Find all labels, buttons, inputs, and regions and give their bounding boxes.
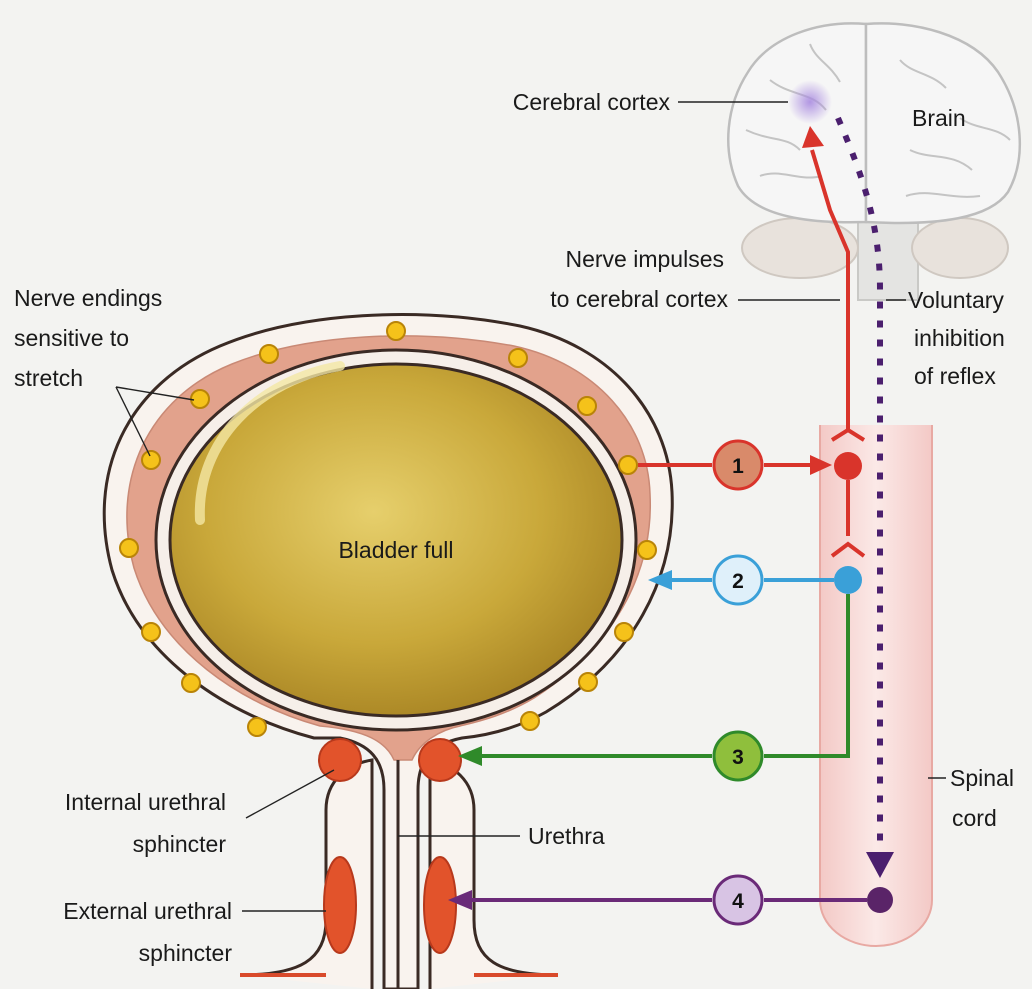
spinal-neuron-blue: [834, 566, 862, 594]
nerve-ending: [142, 623, 160, 641]
badge-2-number: 2: [732, 570, 744, 593]
cerebellum-right: [912, 218, 1008, 278]
label-nerve-endings-1: Nerve endings: [14, 285, 162, 311]
label-external-sphincter-1: External urethral: [63, 898, 232, 924]
label-brain: Brain: [912, 105, 966, 131]
label-nerve-impulses-1: Nerve impulses: [566, 246, 725, 272]
label-external-sphincter-2: sphincter: [139, 940, 233, 966]
nerve-ending: [182, 674, 200, 692]
external-sphincter-left: [324, 857, 356, 953]
nerve-ending: [579, 673, 597, 691]
external-sphincter-right: [424, 857, 456, 953]
badge-2: 2: [714, 556, 762, 604]
pathway-badges: 1 2 3 4: [714, 441, 762, 924]
nerve-ending: [120, 539, 138, 557]
nerve-ending: [615, 623, 633, 641]
badge-4: 4: [714, 876, 762, 924]
badge-1: 1: [714, 441, 762, 489]
nerve-ending: [509, 349, 527, 367]
label-voluntary-2: inhibition: [914, 325, 1005, 351]
label-voluntary-1: Voluntary: [908, 287, 1004, 313]
label-nerve-endings-3: stretch: [14, 365, 83, 391]
label-urethra: Urethra: [528, 823, 605, 849]
urethra-and-pelvic-floor: [240, 760, 558, 989]
nerve-ending: [248, 718, 266, 736]
badge-4-number: 4: [732, 890, 744, 913]
label-spinal-cord-1: Spinal: [950, 765, 1014, 791]
label-voluntary-3: of reflex: [914, 363, 996, 389]
nerve-ending: [521, 712, 539, 730]
spinal-neuron-purple: [867, 887, 893, 913]
cerebral-cortex-spot: [788, 80, 832, 124]
left-hemisphere: [728, 23, 866, 222]
label-nerve-endings-2: sensitive to: [14, 325, 129, 351]
brain: [728, 23, 1020, 300]
nerve-ending: [191, 390, 209, 408]
badge-3-number: 3: [732, 746, 744, 769]
nerve-ending: [387, 322, 405, 340]
nerve-ending: [142, 451, 160, 469]
cerebellum-left: [742, 218, 858, 278]
internal-sphincter-right: [419, 739, 461, 781]
nerve-ending: [578, 397, 596, 415]
label-nerve-impulses-2: to cerebral cortex: [550, 286, 728, 312]
label-internal-sphincter-2: sphincter: [133, 831, 227, 857]
label-bladder-full: Bladder full: [338, 537, 453, 563]
badge-1-number: 1: [732, 455, 744, 478]
label-cerebral-cortex: Cerebral cortex: [513, 89, 671, 115]
nerve-ending: [260, 345, 278, 363]
label-internal-sphincter-1: Internal urethral: [65, 789, 226, 815]
nerve-ending: [638, 541, 656, 559]
badge-3: 3: [714, 732, 762, 780]
spinal-neuron-red: [834, 452, 862, 480]
label-spinal-cord-2: cord: [952, 805, 997, 831]
nerve-ending: [619, 456, 637, 474]
